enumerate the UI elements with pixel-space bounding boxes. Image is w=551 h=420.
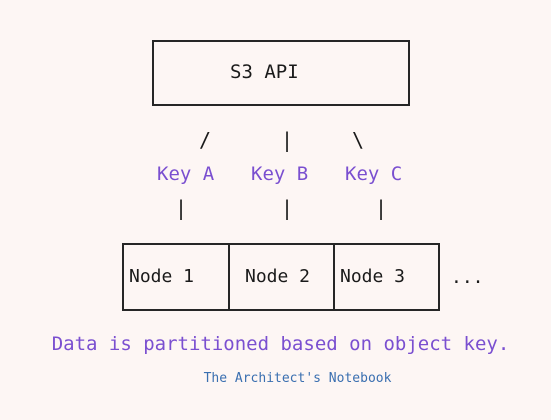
diagram-caption: Data is partitioned based on object key. <box>51 333 510 355</box>
key-a-label: Key A <box>157 163 215 185</box>
s3-api-box <box>152 40 410 106</box>
node-2-label: Node 2 <box>245 266 311 287</box>
key-c-label: Key C <box>345 163 403 185</box>
node-divider <box>333 245 335 309</box>
connector-top-right: \ <box>352 128 365 152</box>
node-3-label: Node 3 <box>340 266 406 287</box>
connector-bottom-left: | <box>175 196 188 220</box>
connector-bottom-right: | <box>375 196 388 220</box>
footer-credit: The Architect's Notebook <box>203 371 392 386</box>
connector-bottom-middle: | <box>281 196 294 220</box>
connector-top-middle: | <box>281 128 294 152</box>
more-nodes-ellipsis: ... <box>451 267 484 288</box>
s3-api-label: S3 API <box>230 61 299 83</box>
node-row <box>122 243 440 311</box>
node-1-label: Node 1 <box>129 266 195 287</box>
node-divider <box>228 245 230 309</box>
connector-top-left: / <box>199 128 212 152</box>
key-b-label: Key B <box>251 163 309 185</box>
